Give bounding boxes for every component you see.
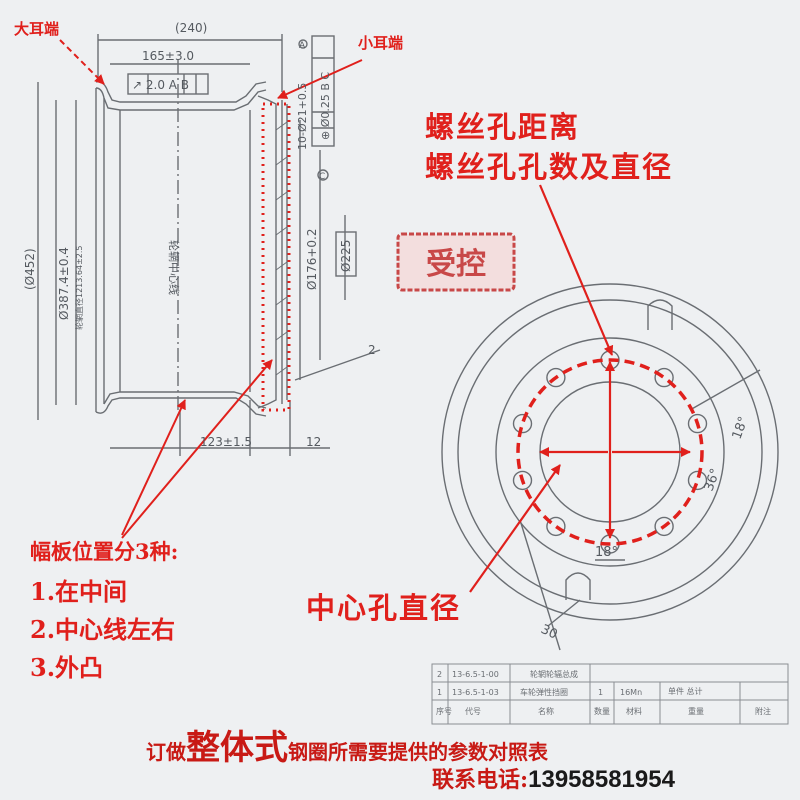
big-ear-label: 大耳端 — [14, 20, 60, 38]
small-ear-label: 小耳端 — [358, 34, 404, 52]
stamp-text: 受控 — [426, 247, 486, 282]
bolt-hole — [546, 367, 566, 388]
dim-30: 30 — [538, 622, 559, 643]
tb-h4: 数量 — [594, 706, 610, 716]
title-block — [431, 663, 789, 725]
tb-h8: 附注 — [755, 706, 771, 716]
tb-h6: 单件 总计 — [668, 686, 703, 696]
tb-r1-c2: 13-6.5-1-00 — [452, 670, 499, 679]
disc-position-3: 3.外凸 — [30, 653, 104, 682]
footer-suffix: 钢圈所需要提供的参数对照表 — [288, 740, 548, 764]
angle-18-a: 18° — [730, 415, 752, 442]
center-hole-label: 中心孔直径 — [306, 591, 462, 625]
disc-position-title: 幅板位置分3种: — [30, 539, 179, 564]
bolt-hole — [654, 367, 674, 388]
tb-h5: 材料 — [626, 706, 642, 716]
bolt-hole — [512, 470, 533, 491]
disc-zone-marker — [261, 102, 291, 412]
dim-165: 165±3.0 — [142, 49, 194, 63]
controlled-stamp: 受控 — [396, 232, 516, 292]
angle-36: 36° — [702, 467, 724, 494]
bolt-hole — [654, 516, 674, 537]
dim-452: (Ø452) — [23, 248, 37, 290]
dim-10-holes: 10-Ø21+0.5 — [296, 83, 309, 150]
phone-label: 联系电话: — [432, 767, 529, 793]
tb-h3: 名称 — [538, 706, 554, 716]
leader-2: 2 — [368, 343, 376, 357]
gdt-frame: ⊕ Ø0.25 B C — [319, 72, 332, 140]
bolt-hole — [546, 516, 566, 537]
bolt-spacing-label: 螺丝孔距离 — [425, 110, 581, 144]
footer-prefix: 订做 — [146, 740, 186, 764]
disc-position-2: 2.中心线左右 — [30, 615, 176, 644]
front-view-arrows — [469, 184, 691, 593]
phone-number: 13958581954 — [528, 766, 675, 793]
label-c: C — [319, 172, 325, 182]
phone-line: 联系电话:13958581954 — [432, 762, 675, 794]
tb-r2-c2: 13-6.5-1-03 — [452, 688, 499, 697]
disc-position-1: 1.在中间 — [30, 577, 128, 606]
dim-123: 123±1.5 — [200, 435, 252, 449]
rim-section — [37, 34, 381, 456]
dim-225: Ø225 — [339, 240, 353, 272]
tolerance-frame: ↗ 2.0 A B — [132, 78, 189, 92]
tb-h1: 序号 — [436, 706, 452, 716]
angle-18-b: 18° — [595, 545, 618, 560]
bolt-hole — [687, 413, 708, 434]
section-arrows — [59, 39, 363, 539]
bolt-circle-marker — [516, 358, 704, 546]
tb-r2-c4: 1 — [598, 688, 603, 697]
tb-r1-c3: 轮辋轮辐总成 — [530, 669, 578, 679]
dim-387-sub: 轮辋直径1213.64±2.5 — [74, 245, 84, 330]
dim-387: Ø387.4±0.4 — [57, 247, 71, 320]
dim-12: 12 — [306, 435, 321, 449]
tb-h2: 代号 — [465, 706, 481, 716]
bolt-hole — [512, 413, 533, 434]
footer-emph: 整体式 — [186, 728, 288, 768]
centerline-label: 轮辋中心线 — [167, 240, 181, 295]
dim-176: Ø176+0.2 — [305, 229, 319, 291]
tb-r2-c5: 16Mn — [620, 688, 642, 697]
label-a: A — [299, 41, 306, 51]
dim-240: (240) — [175, 21, 207, 35]
tb-r2-c3: 车轮弹性挡圈 — [520, 687, 568, 697]
tb-r2-c1: 1 — [437, 688, 442, 697]
bolt-count-diameter-label: 螺丝孔孔数及直径 — [425, 150, 674, 184]
tb-h7: 重量 — [688, 706, 704, 716]
bolt-hole — [687, 470, 708, 491]
footer-line: 订做整体式钢圈所需要提供的参数对照表 — [146, 720, 548, 769]
tb-r1-c1: 2 — [437, 670, 442, 679]
